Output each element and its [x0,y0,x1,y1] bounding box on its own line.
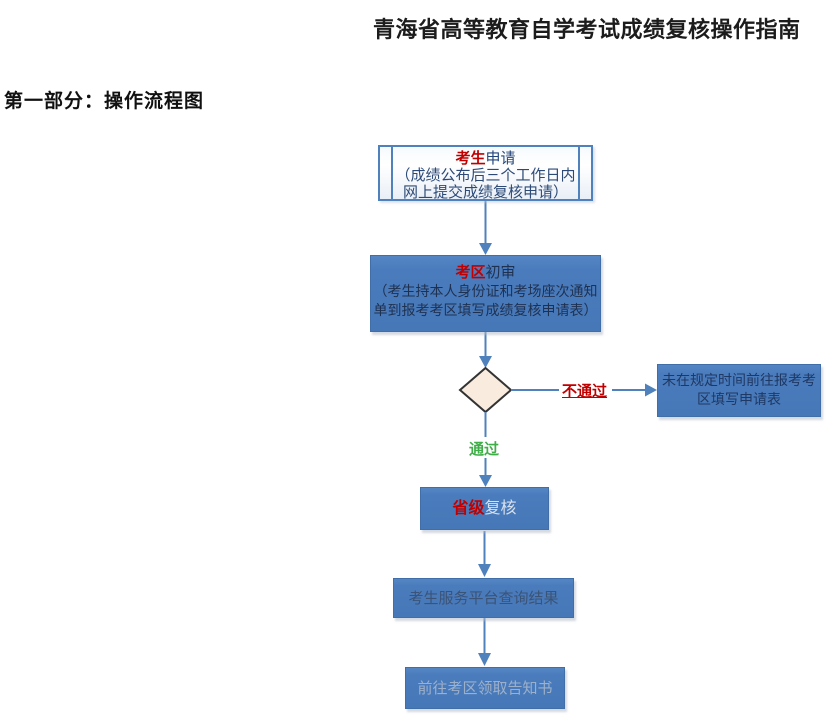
section-heading: 第一部分：操作流程图 [4,91,205,112]
decision-diamond [458,366,513,414]
predefined-process-bar-right [578,147,580,199]
node-district-title: 考区初审 [371,263,600,283]
node-fail-result: 未在规定时间前往报考考 区填写申请表 [657,364,821,417]
applicant-rest: 申请 [485,151,516,167]
provincial-rest: 复核 [484,500,517,517]
district-note-line1: （考生持本人身份证和考场座次通知 [373,285,598,300]
district-rest: 初审 [485,265,516,281]
arrowhead-down-4 [478,564,491,577]
applicant-highlight: 考生 [455,151,486,167]
fail-result-line1: 未在规定时间前往报考考 [662,374,816,389]
arrowhead-down-1 [479,243,492,255]
applicant-note-line2: 网上提交成绩复核申请） [402,185,568,201]
district-highlight: 考区 [455,265,486,281]
node-district-review: 考区初审 （考生持本人身份证和考场座次通知 单到报考考区填写成绩复核申请表） [370,255,601,332]
predefined-process-bar-left [391,147,393,199]
node-receive-notice: 前往考区领取告知书 [405,667,565,709]
node-query-result: 考生服务平台查询结果 [393,578,574,618]
arrowhead-right [645,383,657,397]
arrowhead-down-5 [478,653,491,666]
pass-branch-label: 通过 [469,442,500,458]
provincial-highlight: 省级 [452,500,485,517]
node-provincial-review: 省级复核 [420,487,549,530]
arrowhead-down-2 [479,356,492,368]
fail-result-line2: 区填写申请表 [697,393,781,408]
node-applicant-title: 考生申请 [380,150,591,168]
page-title: 青海省高等教育自学考试成绩复核操作指南 [373,17,801,42]
district-note-line2: 单到报考考区填写成绩复核申请表） [373,304,598,319]
arrowhead-down-3 [479,475,492,487]
applicant-note-line1: （成绩公布后三个工作日内 [395,168,576,184]
fail-branch-label: 不通过 [562,384,608,400]
node-applicant-request: 考生申请 （成绩公布后三个工作日内 网上提交成绩复核申请） [378,145,593,201]
